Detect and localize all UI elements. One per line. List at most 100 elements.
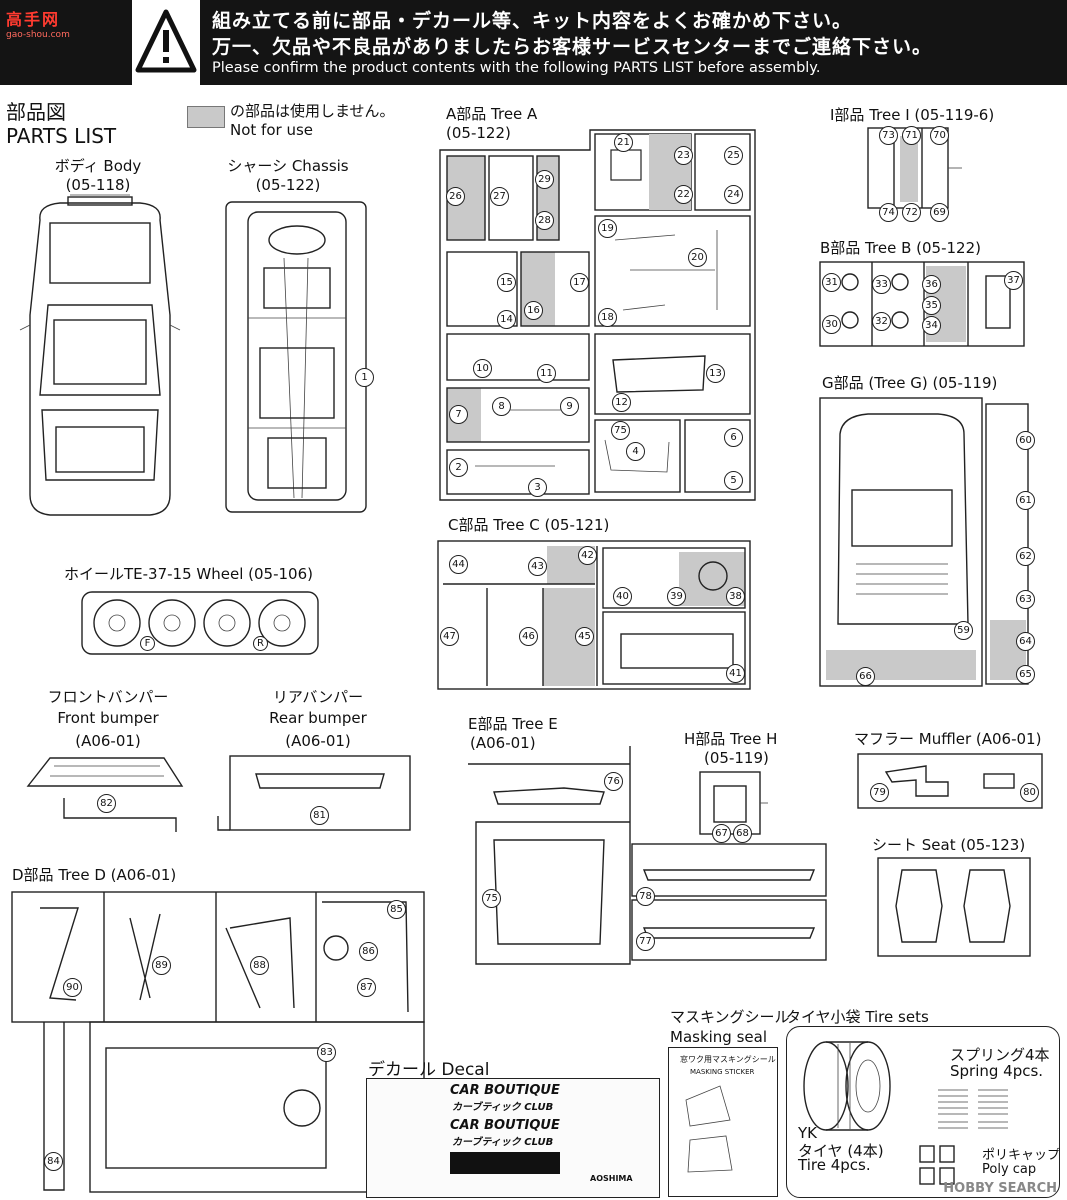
chassis-label: シャーシ Chassis xyxy=(227,157,349,175)
part-badge: 81 xyxy=(310,806,329,825)
decal-club-logo: CAR BOUTIQUE xyxy=(450,1083,560,1098)
polycap-en: Poly cap xyxy=(982,1162,1037,1177)
part-badge: 10 xyxy=(473,359,492,378)
part-badge: 38 xyxy=(726,587,745,606)
instruction-header: 高手网 gao-shou.com 組み立てる前に部品・デカール等、キット内容をよ… xyxy=(0,0,1067,85)
front-bumper-code: (A06-01) xyxy=(75,732,141,750)
part-badge: 89 xyxy=(152,956,171,975)
part-badge: 31 xyxy=(822,273,841,292)
part-badge: 28 xyxy=(535,211,554,230)
seat-label: シート Seat (05-123) xyxy=(872,836,1026,854)
part-badge: 27 xyxy=(490,187,509,206)
part-badge: 13 xyxy=(706,364,725,383)
header-line-1: 組み立てる前に部品・デカール等、キット内容をよくお確かめ下さい。 xyxy=(212,10,853,32)
legend-en: Not for use xyxy=(230,121,313,139)
part-badge: 62 xyxy=(1016,547,1035,566)
legend-jp: の部品は使用しません。 xyxy=(230,102,395,120)
part-badge: 12 xyxy=(612,393,631,412)
part-badge: 63 xyxy=(1016,590,1035,609)
decal-sheet xyxy=(366,1078,660,1198)
part-badge: 72 xyxy=(902,203,921,222)
tree-h-code: (05-119) xyxy=(704,749,769,767)
part-badge: 18 xyxy=(598,308,617,327)
part-badge: 15 xyxy=(497,273,516,292)
part-badge: 16 xyxy=(524,301,543,320)
front-bumper-jp: フロントバンパー xyxy=(47,688,169,706)
part-badge: 1 xyxy=(355,368,374,387)
seat-drawing xyxy=(877,857,1031,957)
part-badge: 44 xyxy=(449,555,468,574)
wheel-drawing xyxy=(81,591,319,655)
part-badge: 43 xyxy=(528,557,547,576)
masking-sheet-title: 窓ワク用マスキングシール xyxy=(680,1055,776,1064)
part-badge: 41 xyxy=(726,664,745,683)
part-badge: 40 xyxy=(613,587,632,606)
part-badge: 77 xyxy=(636,932,655,951)
front-bumper-drawing xyxy=(26,757,184,832)
tree-g-label: G部品 (Tree G) (05-119) xyxy=(822,374,998,392)
wheel-rear-marker: R xyxy=(253,636,268,651)
part-badge: 82 xyxy=(97,794,116,813)
wheel-label: ホイールTE-37-15 Wheel (05-106) xyxy=(64,565,313,583)
part-badge: 88 xyxy=(250,956,269,975)
part-badge: 78 xyxy=(636,887,655,906)
muffler-label: マフラー Muffler (A06-01) xyxy=(854,730,1042,748)
part-badge: 34 xyxy=(922,316,941,335)
part-badge: 39 xyxy=(667,587,686,606)
part-badge: 2 xyxy=(449,458,468,477)
logo-text: 高手网 xyxy=(6,10,61,29)
rear-bumper-en: Rear bumper xyxy=(269,709,367,727)
part-badge: 7 xyxy=(449,405,468,424)
part-badge: 75 xyxy=(482,889,501,908)
tree-i-label: I部品 Tree I (05-119-6) xyxy=(830,106,995,124)
tree-h-label: H部品 Tree H xyxy=(684,730,778,748)
part-badge: 69 xyxy=(930,203,949,222)
part-badge: 68 xyxy=(733,824,752,843)
part-badge: 14 xyxy=(497,310,516,329)
tree-e-label: E部品 Tree E xyxy=(468,715,558,733)
tree-e-drawing xyxy=(468,746,827,965)
tire-sets-label: タイヤ小袋 Tire sets xyxy=(786,1008,929,1026)
body-label: ボディ Body xyxy=(54,157,142,175)
wheel-front-marker: F xyxy=(140,636,155,651)
part-badge: 25 xyxy=(724,146,743,165)
header-line-3: Please confirm the product contents with… xyxy=(212,60,821,76)
part-badge: 65 xyxy=(1016,665,1035,684)
spring-en: Spring 4pcs. xyxy=(950,1062,1044,1080)
part-badge: 76 xyxy=(604,772,623,791)
site-logo: 高手网 gao-shou.com xyxy=(6,6,70,44)
part-badge: 84 xyxy=(44,1152,63,1171)
part-badge: 30 xyxy=(822,315,841,334)
tree-b-label: B部品 Tree B (05-122) xyxy=(820,239,981,257)
part-badge: 32 xyxy=(872,312,891,331)
tree-a-drawing xyxy=(439,129,756,501)
part-badge: 42 xyxy=(578,546,597,565)
part-badge: 19 xyxy=(598,219,617,238)
part-badge: 86 xyxy=(359,942,378,961)
warning-icon xyxy=(132,0,200,85)
part-badge: 21 xyxy=(614,133,633,152)
part-badge: 67 xyxy=(712,824,731,843)
not-for-use-swatch xyxy=(187,106,225,128)
part-badge: 90 xyxy=(63,978,82,997)
part-badge: 83 xyxy=(317,1043,336,1062)
rear-bumper-drawing xyxy=(217,755,411,831)
decal-club-logo: CAR BOUTIQUE xyxy=(450,1118,560,1133)
masking-jp: マスキングシール xyxy=(670,1008,790,1026)
muffler-drawing xyxy=(857,753,1043,809)
part-badge: 3 xyxy=(528,478,547,497)
part-badge: 29 xyxy=(535,170,554,189)
tire-sets-bag xyxy=(786,1026,1060,1198)
decal-club-logo-sub: カーブティック CLUB xyxy=(452,1102,554,1113)
spring-drawing xyxy=(938,1089,1008,1129)
tire-en: Tire 4pcs. xyxy=(798,1156,871,1174)
decal-brand: AOSHIMA xyxy=(590,1174,633,1183)
part-badge: 47 xyxy=(440,627,459,646)
polycap-drawing xyxy=(919,1145,955,1185)
masking-shapes xyxy=(685,1085,733,1173)
part-badge: 45 xyxy=(575,627,594,646)
front-bumper-en: Front bumper xyxy=(57,709,159,727)
masking-sheet-subtitle: MASKING STICKER xyxy=(690,1068,755,1076)
part-badge: 73 xyxy=(879,126,898,145)
part-badge: 85 xyxy=(387,900,406,919)
